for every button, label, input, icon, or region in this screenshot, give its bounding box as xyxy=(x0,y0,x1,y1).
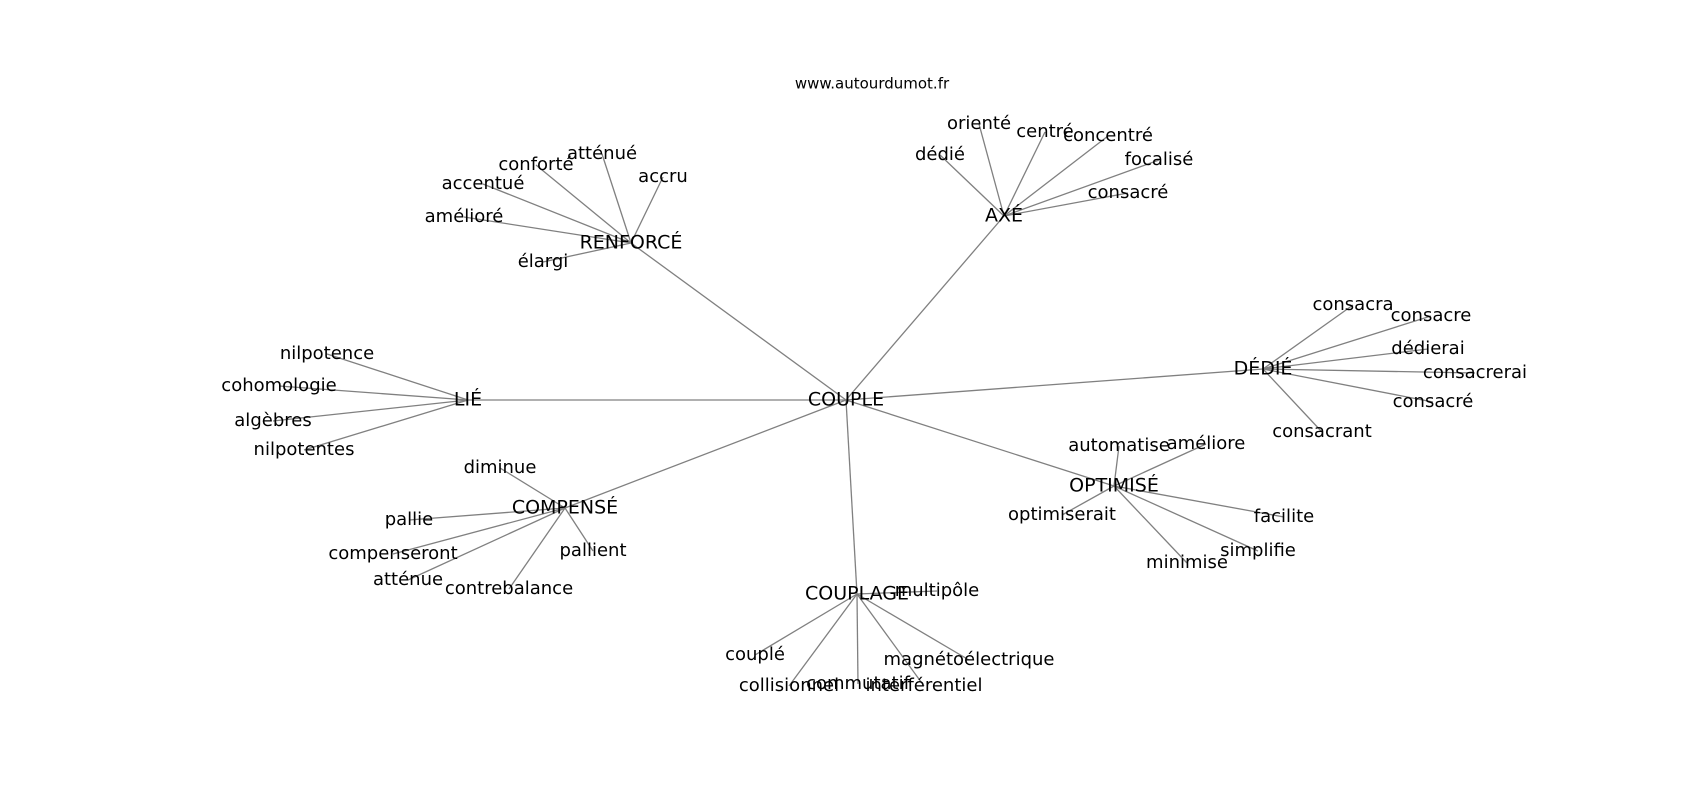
leaf-node: simplifie xyxy=(1220,540,1296,561)
leaf-node: élargi xyxy=(518,251,569,272)
edge-hub-to-word xyxy=(856,593,925,687)
leaf-node: couplé xyxy=(725,644,785,665)
leaf-node: amélioré xyxy=(425,206,504,227)
edge-center-to-hub xyxy=(845,399,858,595)
leaf-node: orienté xyxy=(947,113,1011,134)
edge-hub-to-word xyxy=(1113,443,1207,487)
leaf-node: pallie xyxy=(385,509,434,530)
edge-hub-to-word xyxy=(788,593,858,687)
hub-node: COMPENSÉ xyxy=(512,496,618,519)
edge-hub-to-word xyxy=(1003,135,1109,217)
edge-hub-to-word xyxy=(856,590,938,595)
leaf-node: interférentiel xyxy=(866,675,983,696)
leaf-node: consacré xyxy=(1088,182,1169,203)
leaf-node: pallient xyxy=(560,540,627,561)
edge-hub-to-word xyxy=(392,507,566,555)
edge-hub-to-word xyxy=(1113,485,1259,552)
edge-hub-to-word xyxy=(856,593,970,661)
leaf-node: dédierai xyxy=(1391,338,1464,359)
leaf-node: magnétoélectrique xyxy=(884,649,1055,670)
edge-hub-to-word xyxy=(303,399,469,451)
leaf-node: diminue xyxy=(464,457,537,478)
edge-hub-to-word xyxy=(482,183,632,244)
leaf-node: accentué xyxy=(442,173,525,194)
edge-hub-to-word xyxy=(535,164,632,244)
leaf-node: commutatif xyxy=(806,673,911,694)
leaf-node: consacra xyxy=(1312,294,1393,315)
graph-edges xyxy=(272,123,1476,687)
edge-hub-to-word xyxy=(542,242,632,263)
leaf-node: collisionnel xyxy=(739,675,839,696)
edge-hub-to-word xyxy=(1061,485,1115,516)
edge-hub-to-word xyxy=(278,385,469,401)
leaf-node: consacrant xyxy=(1272,421,1372,442)
leaf-node: nilpotence xyxy=(280,343,374,364)
leaf-node: cohomologie xyxy=(221,375,336,396)
leaf-node: atténue xyxy=(373,569,443,590)
leaf-node: dédié xyxy=(915,144,965,165)
hub-node: RENFORCÉ xyxy=(580,231,683,254)
edge-center-to-hub xyxy=(845,368,1264,401)
leaf-node: facilite xyxy=(1254,506,1314,527)
edge-hub-to-word xyxy=(408,507,566,521)
edge-hub-to-word xyxy=(856,593,859,685)
leaf-node: consacrerai xyxy=(1423,362,1527,383)
edge-hub-to-word xyxy=(407,507,566,581)
edge-center-to-hub xyxy=(845,399,1115,487)
edge-hub-to-word xyxy=(1113,485,1285,518)
leaf-node: minimise xyxy=(1146,552,1228,573)
hub-node: AXÉ xyxy=(985,204,1023,227)
edge-hub-to-word xyxy=(754,593,858,656)
edge-hub-to-word xyxy=(939,154,1005,217)
edge-hub-to-word xyxy=(499,467,566,509)
leaf-node: nilpotentes xyxy=(254,439,355,460)
hub-node: LIÉ xyxy=(454,388,482,411)
edge-hub-to-word xyxy=(1262,315,1432,370)
edge-hub-to-word xyxy=(1003,131,1046,217)
edge-hub-to-word xyxy=(1262,368,1476,374)
edge-hub-to-word xyxy=(630,176,664,244)
edge-hub-to-word xyxy=(1003,192,1129,217)
hub-node: DÉDIÉ xyxy=(1234,357,1293,380)
edge-hub-to-word xyxy=(1113,485,1188,564)
hub-node: COUPLAGE xyxy=(805,583,909,605)
edge-hub-to-word xyxy=(463,216,632,244)
leaf-node: consacre xyxy=(1391,305,1472,326)
edge-hub-to-word xyxy=(1262,304,1354,370)
source-label: www.autourdumot.fr xyxy=(795,75,950,93)
edge-hub-to-word xyxy=(326,353,469,401)
center-node: COUPLE xyxy=(808,389,884,411)
edge-center-to-hub xyxy=(845,215,1005,401)
edge-hub-to-word xyxy=(1003,159,1160,217)
leaf-node: centré xyxy=(1016,121,1074,142)
edge-hub-to-word xyxy=(1262,368,1434,403)
edge-center-to-hub xyxy=(630,242,847,401)
leaf-node: multipôle xyxy=(895,580,980,601)
leaf-node: algèbres xyxy=(234,410,311,431)
leaf-node: automatise xyxy=(1068,435,1170,456)
edge-hub-to-word xyxy=(978,123,1005,217)
leaf-node: accru xyxy=(638,166,688,187)
edge-hub-to-word xyxy=(1262,368,1323,433)
edge-hub-to-word xyxy=(1113,445,1120,487)
edge-hub-to-word xyxy=(508,507,566,590)
edge-hub-to-word xyxy=(601,153,632,244)
leaf-node: améliore xyxy=(1167,433,1246,454)
edge-hub-to-word xyxy=(272,399,469,422)
leaf-node: optimiserait xyxy=(1008,504,1116,525)
leaf-node: atténué xyxy=(567,143,637,164)
leaf-node: focalisé xyxy=(1125,149,1194,170)
leaf-node: concentré xyxy=(1063,125,1153,146)
leaf-node: conforté xyxy=(498,154,573,175)
leaf-node: compenseront xyxy=(328,543,457,564)
leaf-node: consacré xyxy=(1393,391,1474,412)
leaf-node: contrebalance xyxy=(445,578,573,599)
edge-hub-to-word xyxy=(564,507,594,552)
edge-center-to-hub xyxy=(564,399,847,509)
edge-hub-to-word xyxy=(1262,348,1429,370)
hub-node: OPTIMISÉ xyxy=(1069,474,1159,497)
